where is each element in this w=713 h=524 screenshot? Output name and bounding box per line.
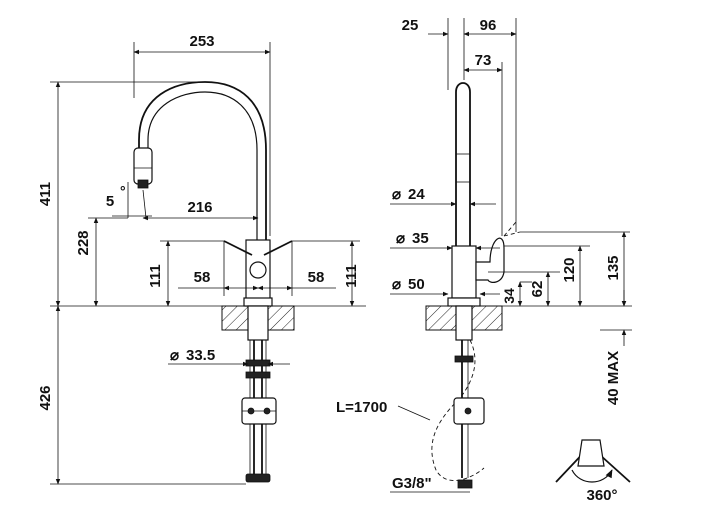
dim-diameter-24: 24: [408, 186, 425, 203]
thread-label: G3/8": [392, 475, 432, 492]
dim-62: 62: [529, 281, 546, 298]
side-view: 25 96 73 ⌀ 24 ⌀ 35 ⌀ 50 34 62 120 135: [336, 17, 632, 493]
dim-handle-58-right: 58: [308, 269, 325, 286]
side-body: [451, 245, 477, 299]
diameter-symbol-35: ⌀: [396, 230, 405, 247]
dim-diameter-50: 50: [408, 276, 425, 293]
dim-diameter-33-5: 33.5: [186, 347, 215, 364]
dim-34: 34: [501, 288, 517, 304]
diameter-symbol-50: ⌀: [392, 276, 401, 293]
dim-height-228: 228: [75, 230, 92, 255]
degree-symbol: °: [120, 183, 126, 199]
rotation-icon: 360°: [555, 439, 631, 504]
side-spout: [455, 82, 471, 246]
dim-height-411: 411: [37, 182, 54, 206]
dim-handle-58-left: 58: [194, 269, 211, 286]
front-spout: [138, 81, 267, 240]
diameter-symbol-24: ⌀: [392, 186, 401, 203]
dim-reach-216: 216: [187, 199, 212, 216]
dim-120: 120: [561, 257, 578, 282]
dim-135: 135: [605, 255, 622, 280]
front-handle-left: [223, 240, 253, 256]
dim-handle-111-left: 111: [147, 264, 164, 287]
front-handle-right: [263, 240, 293, 256]
front-view: 253 411 5 ° 216 228 111 111 58: [37, 33, 366, 485]
dim-73: 73: [475, 52, 492, 69]
side-hose: [431, 339, 485, 481]
dim-96: 96: [480, 17, 497, 34]
rotation-label: 360°: [586, 487, 617, 504]
dim-diameter-35: 35: [412, 230, 429, 247]
dim-angle-5: 5: [106, 193, 114, 210]
dim-25: 25: [402, 17, 419, 34]
dim-below-426: 426: [37, 385, 54, 410]
dim-handle-111-right: 111: [343, 264, 360, 287]
side-lever: [475, 237, 505, 283]
dim-width-253: 253: [189, 33, 214, 50]
diameter-symbol-front: ⌀: [170, 347, 179, 364]
front-spray-head: [133, 147, 153, 185]
dim-40-max: 40 MAX: [605, 351, 622, 405]
hose-length-label: L=1700: [336, 399, 387, 416]
